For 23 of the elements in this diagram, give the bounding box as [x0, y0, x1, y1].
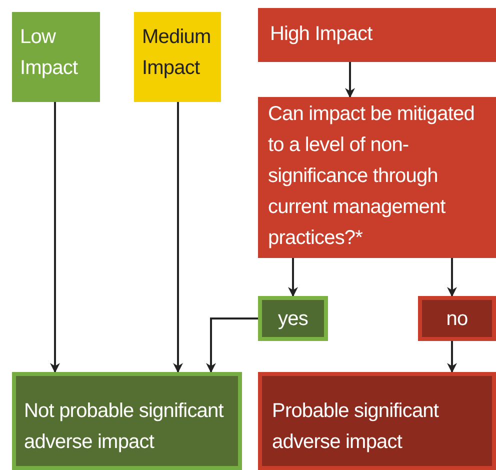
box-label: no — [445, 307, 469, 332]
arrow — [288, 258, 298, 297]
answer-box — [418, 296, 496, 341]
outcome-box — [258, 372, 496, 470]
box-label: Probable significant adverse impact — [272, 399, 440, 455]
box-label: Low Impact — [20, 25, 79, 81]
box-label: High Impact — [270, 22, 374, 47]
box-label: Medium Impact — [142, 25, 212, 81]
impact-level-box — [12, 12, 100, 102]
box-label: Can impact be mitigated to a level of non-significance through current management practices?* — [268, 102, 476, 251]
arrow — [206, 318, 258, 373]
answer-box — [258, 296, 328, 341]
arrow — [447, 258, 457, 297]
arrow — [173, 102, 183, 373]
arrow — [447, 341, 457, 373]
impact-level-box — [134, 12, 221, 102]
impact-level-box — [258, 8, 496, 62]
question-box — [258, 97, 496, 258]
arrow — [345, 62, 355, 98]
box-label: yes — [277, 307, 309, 332]
arrow — [50, 102, 60, 373]
box-label: Not probable significant adverse impact — [24, 399, 225, 455]
outcome-box — [12, 372, 242, 470]
